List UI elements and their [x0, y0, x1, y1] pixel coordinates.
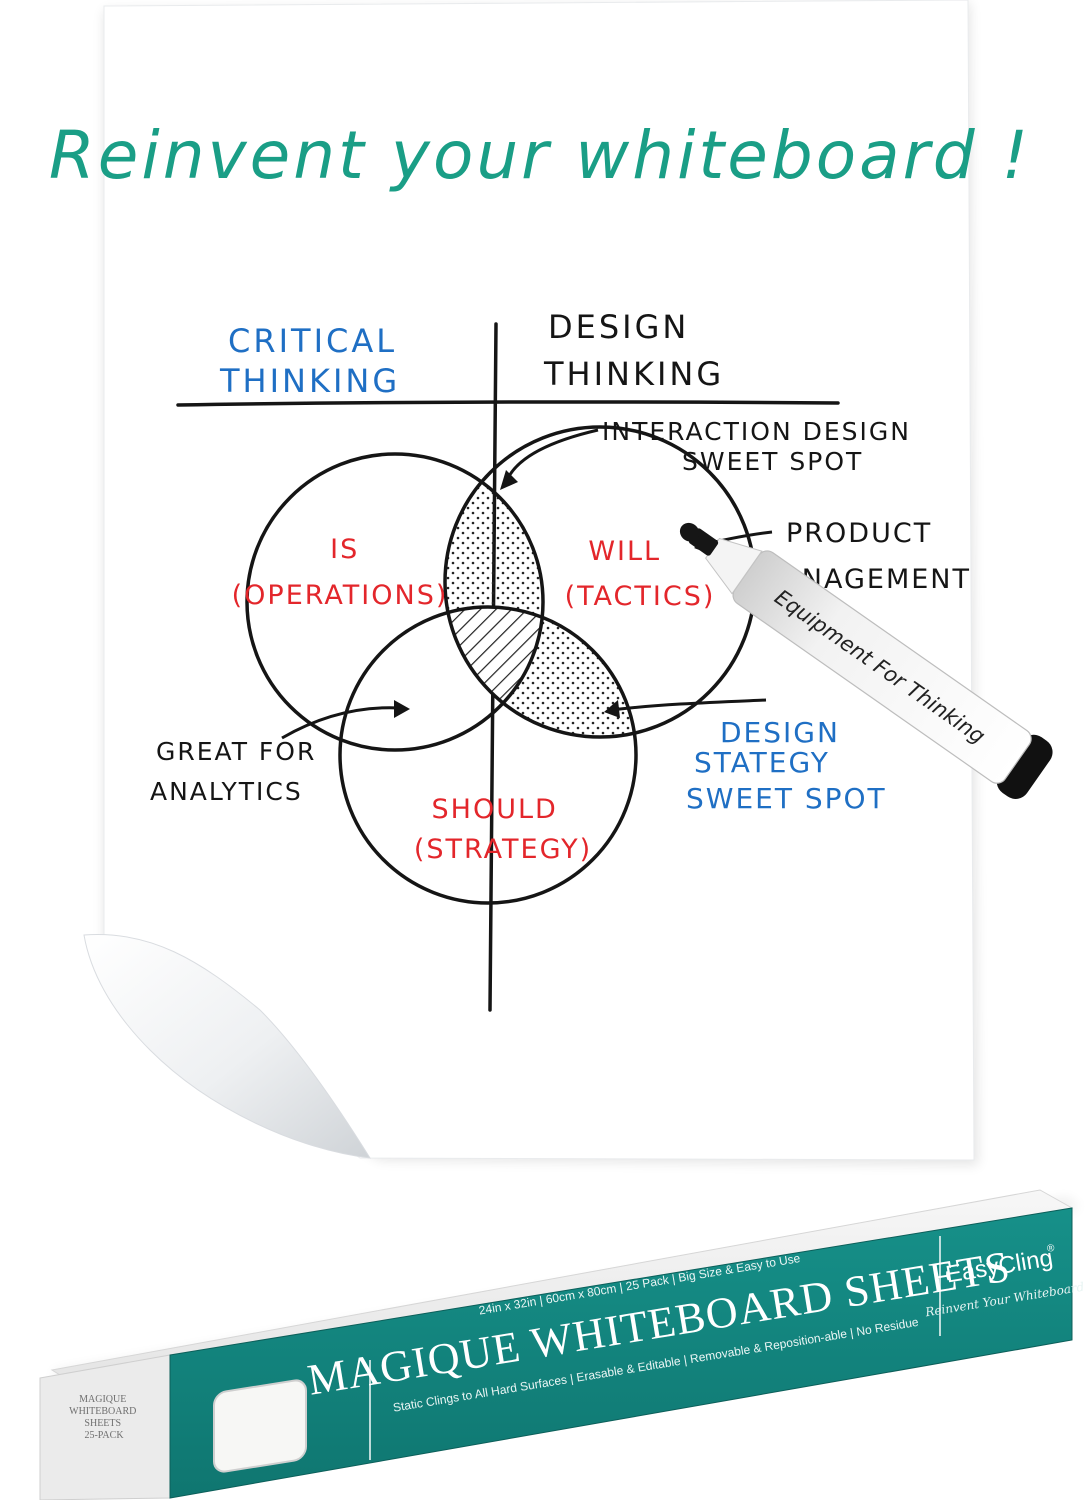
label-stategy: STATEGY: [694, 746, 830, 779]
label-analytics: ANALYTICS: [150, 777, 303, 806]
label-interaction-design: INTERACTION DESIGN: [602, 417, 911, 446]
label-will: WILL: [588, 536, 661, 567]
label-strategy: (STRATEGY): [414, 834, 592, 865]
svg-text:SHOULD (STRATEGY): SHOULD (STRATEGY): [414, 794, 592, 865]
box-brand-mark: ®: [1046, 1243, 1056, 1255]
svg-text:GREAT FOR ANALYTICS: GREAT FOR ANALYTICS: [150, 737, 326, 806]
whiteboard-marker: [679, 522, 1053, 799]
label-should: SHOULD: [432, 794, 558, 825]
label-thinking-right: THINKING: [543, 355, 724, 393]
svg-text:CRITICAL THINKING: CRITICAL THINKING: [219, 322, 410, 400]
svg-text:DESIGN THINKING: DESIGN THINKING: [543, 308, 724, 393]
box-window: [213, 1379, 307, 1473]
svg-text:MAGIQUE WHITEBOARD SHE: MAGIQUE WHITEBOARD SHEETS 25-PACK: [69, 1394, 139, 1441]
svg-text:IS (OPERATIONS): IS (OPERATIONS): [232, 534, 449, 611]
arrow-interaction: [506, 428, 599, 479]
sheet-curl: [83, 933, 371, 1159]
end-label-whiteboard: WHITEBOARD: [69, 1406, 136, 1417]
end-label-sheets: SHEETS: [84, 1418, 121, 1429]
label-design-blue: DESIGN: [720, 716, 840, 749]
label-critical: CRITICAL: [228, 322, 397, 360]
product-box: [39, 1189, 1080, 1500]
label-operations: (OPERATIONS): [232, 580, 449, 611]
svg-text:DESIGN STATEGY SWEET S: DESIGN STATEGY SWEET SPOT: [686, 716, 887, 815]
label-interaction-sweet-spot: SWEET SPOT: [682, 447, 863, 476]
label-design: DESIGN: [548, 308, 689, 346]
end-label-magique: MAGIQUE: [79, 1394, 126, 1405]
svg-text:INTERACTION DESIGN SWEET S: INTERACTION DESIGN SWEET SPOT: [602, 417, 921, 476]
label-product: PRODUCT: [786, 518, 932, 549]
sheet-headline: Reinvent your whiteboard !: [49, 117, 1031, 194]
arrow-strategy: [611, 698, 767, 712]
end-label-pack: 25-PACK: [84, 1430, 124, 1441]
label-tactics: (TACTICS): [565, 581, 716, 612]
svg-text:WILL (TACTICS): WILL (TACTICS): [565, 536, 716, 612]
venn-circle-should: [338, 605, 638, 905]
arrow-analytics: [281, 706, 401, 740]
box-front-face: [169, 1207, 1073, 1499]
venn-circle-is: [245, 452, 545, 752]
label-is: IS: [330, 534, 359, 565]
label-great-for: GREAT FOR: [156, 737, 316, 766]
label-thinking-left: THINKING: [219, 362, 400, 400]
horizontal-axis-line: [176, 400, 840, 407]
label-sweet-spot-blue: SWEET SPOT: [686, 782, 887, 815]
